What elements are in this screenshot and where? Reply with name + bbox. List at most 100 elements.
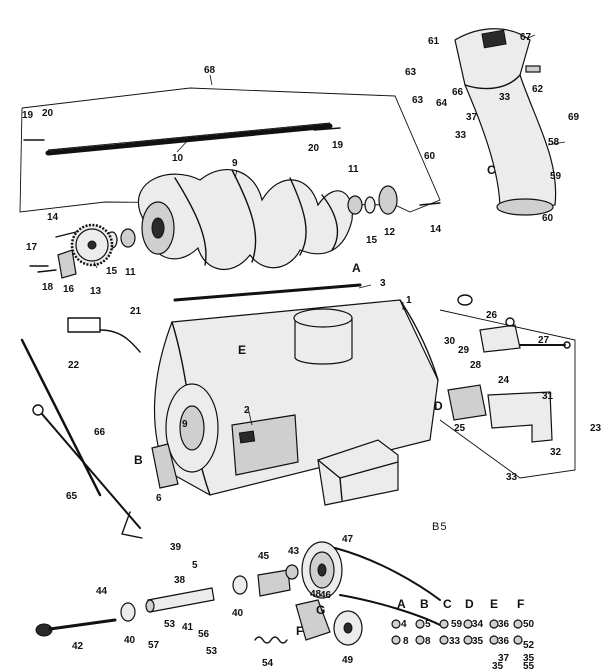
bushing-40-left bbox=[120, 602, 136, 622]
label-D-1: D bbox=[434, 399, 443, 413]
callout-18: 18 bbox=[42, 282, 54, 293]
idler-arm-38 bbox=[145, 587, 215, 613]
bolt-icon bbox=[391, 619, 523, 645]
label-E-1: E bbox=[238, 343, 247, 357]
callout-28: 28 bbox=[470, 360, 482, 371]
callout-1: 1 bbox=[406, 295, 412, 306]
key-callout-36-top: 36 bbox=[498, 619, 510, 630]
spring-54 bbox=[254, 636, 288, 644]
key-callout-5: 5 bbox=[425, 619, 431, 630]
callout-21: 21 bbox=[130, 306, 142, 317]
callout-39: 39 bbox=[170, 542, 182, 553]
callout-64: 64 bbox=[436, 98, 448, 109]
key-callout-37: 37 bbox=[498, 653, 510, 664]
callout-14-left: 14 bbox=[47, 212, 59, 223]
crank-66 bbox=[32, 404, 143, 539]
callout-9-housing: 9 bbox=[182, 419, 188, 430]
v-belt bbox=[334, 547, 441, 626]
callout-20-left: 20 bbox=[42, 108, 54, 119]
callout-53-right: 53 bbox=[206, 646, 218, 657]
callout-25: 25 bbox=[454, 423, 466, 434]
label-A-1: A bbox=[352, 261, 361, 275]
callout-53-left: 53 bbox=[164, 619, 176, 630]
key-callout-35-c: 35 bbox=[523, 653, 535, 664]
callout-46: 46 bbox=[320, 590, 332, 601]
callout-61: 61 bbox=[428, 36, 440, 47]
key-callout-33: 33 bbox=[449, 636, 461, 647]
key-label-E: E bbox=[490, 597, 499, 611]
callout-14-right: 14 bbox=[430, 224, 442, 235]
plate-code: B5 bbox=[432, 521, 448, 533]
rod-65 bbox=[20, 338, 102, 497]
linkage-outline-23 bbox=[439, 309, 576, 479]
key-callout-35-b: 35 bbox=[492, 661, 504, 672]
callout-9-auger: 9 bbox=[232, 158, 238, 169]
callout-66-crank: 66 bbox=[94, 427, 106, 438]
callout-26: 26 bbox=[486, 310, 498, 321]
callout-62: 62 bbox=[532, 84, 544, 95]
label-F-1: F bbox=[296, 624, 304, 638]
key-callout-34: 34 bbox=[472, 619, 484, 630]
shaft-45 bbox=[257, 569, 291, 597]
callout-41: 41 bbox=[182, 622, 194, 633]
callout-43: 43 bbox=[288, 546, 300, 557]
callout-45: 45 bbox=[258, 551, 270, 562]
label-G: G bbox=[316, 603, 326, 617]
key-callout-4: 4 bbox=[401, 619, 407, 630]
side-bracket bbox=[151, 443, 179, 489]
key-label-B: B bbox=[420, 597, 429, 611]
bearing-right bbox=[347, 195, 363, 215]
small-hardware bbox=[23, 127, 441, 273]
key-label-C: C bbox=[443, 597, 452, 611]
callout-49: 49 bbox=[342, 655, 354, 666]
callout-16: 16 bbox=[63, 284, 75, 295]
harness-21 bbox=[67, 317, 141, 353]
callout-57: 57 bbox=[148, 640, 160, 651]
callout-60-left: 60 bbox=[424, 151, 436, 162]
callout-11-left: 11 bbox=[125, 267, 136, 278]
callout-67: 67 bbox=[520, 32, 532, 43]
key-callout-50: 50 bbox=[523, 619, 535, 630]
flange-right bbox=[378, 185, 398, 215]
callout-69: 69 bbox=[568, 112, 580, 123]
callout-38: 38 bbox=[174, 575, 186, 586]
callout-19-right: 19 bbox=[332, 140, 344, 151]
callout-5: 5 bbox=[192, 560, 198, 571]
callout-13: 13 bbox=[90, 286, 102, 297]
auger-shaft bbox=[45, 122, 333, 156]
callout-44: 44 bbox=[96, 586, 108, 597]
sprocket bbox=[70, 223, 114, 267]
callout-68: 68 bbox=[204, 65, 216, 76]
discharge-chute bbox=[454, 28, 557, 216]
callout-3: 3 bbox=[380, 278, 386, 289]
callout-6: 6 bbox=[156, 493, 162, 504]
leader-lines bbox=[93, 34, 566, 426]
callout-24: 24 bbox=[498, 375, 510, 386]
label-C-1: C bbox=[487, 163, 496, 177]
callout-11-right: 11 bbox=[348, 164, 359, 175]
idler-pulley-49 bbox=[333, 610, 363, 646]
callout-20-right: 20 bbox=[308, 143, 320, 154]
washer-right bbox=[364, 196, 376, 214]
callout-56: 56 bbox=[198, 629, 210, 640]
callout-10: 10 bbox=[172, 153, 184, 164]
bearing-left bbox=[120, 228, 136, 248]
callout-63-top: 63 bbox=[405, 67, 417, 78]
key-label-D: D bbox=[465, 597, 474, 611]
callout-37-chute: 37 bbox=[466, 112, 478, 123]
callout-33-chute: 33 bbox=[499, 92, 511, 103]
callout-47: 47 bbox=[342, 534, 354, 545]
pulley-46 bbox=[301, 541, 343, 599]
callout-54: 54 bbox=[262, 658, 274, 669]
callout-63-mid: 63 bbox=[412, 95, 424, 106]
callout-33-chute-lower: 33 bbox=[455, 130, 467, 141]
spiral-auger bbox=[137, 169, 353, 270]
label-B-1: B bbox=[134, 453, 143, 467]
drive-mount-box bbox=[317, 439, 399, 506]
bracket-24 bbox=[487, 391, 553, 443]
key-callout-36-bottom: 36 bbox=[498, 636, 510, 647]
callout-23: 23 bbox=[590, 423, 602, 434]
callout-58: 58 bbox=[548, 137, 560, 148]
